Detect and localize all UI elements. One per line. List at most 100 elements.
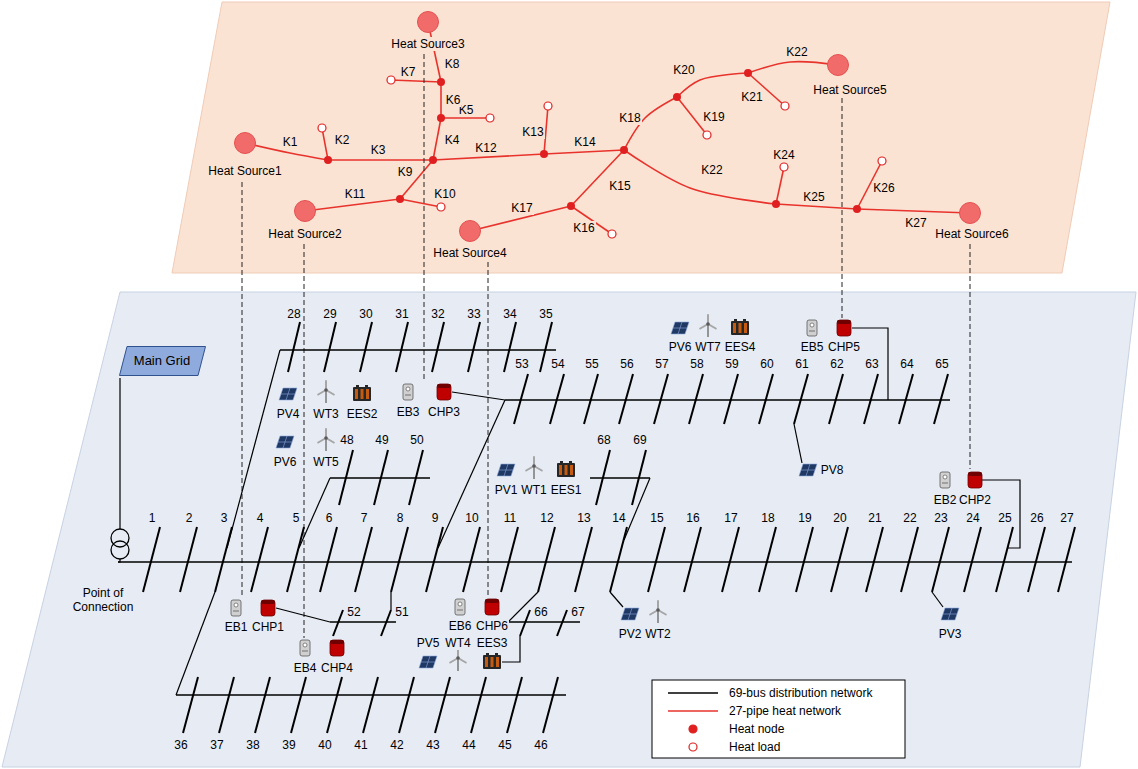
bus-number: 14: [611, 511, 626, 525]
battery-cell: [570, 465, 573, 475]
heat-source: Heat Source4: [459, 220, 481, 242]
chp-body: [485, 599, 499, 615]
bus-bar: [435, 677, 450, 733]
heat-load-ring: [437, 203, 445, 211]
bus-number: 12: [539, 511, 554, 525]
heat-pipe: [322, 128, 328, 160]
coupling-line: [842, 98, 843, 318]
heat-pipes: [245, 22, 970, 234]
heat-pipe: [624, 150, 776, 204]
device-label: EES1: [550, 483, 583, 497]
bus-bar: [324, 322, 336, 372]
bus-bar: [557, 610, 567, 636]
pipe-label: K24: [772, 148, 795, 162]
source-label: Heat Source6: [934, 227, 1009, 241]
pipe-label: K13: [521, 125, 544, 139]
heat-source: Heat Source1: [234, 132, 256, 154]
pipe-label: K19: [702, 110, 725, 124]
coupling-line: [304, 244, 305, 638]
feeder-line: [176, 694, 566, 695]
bus-number: 30: [358, 307, 373, 321]
battery-terminal: [486, 653, 489, 655]
heat-pipe: [776, 167, 784, 204]
bus-number: 45: [497, 738, 512, 752]
device-icon: [485, 599, 499, 615]
grid-outline: [119, 347, 205, 376]
bus-bar: [320, 527, 337, 592]
pv-grid: [278, 436, 292, 448]
turbine-tower: [657, 610, 659, 623]
bus-number: 3: [220, 511, 229, 525]
device-icon: [968, 472, 982, 488]
bus-bar: [796, 527, 813, 592]
boiler-mark: [302, 651, 308, 652]
feeder-line: [508, 621, 580, 622]
heat-node-dot: [673, 93, 681, 101]
battery-body: [353, 387, 371, 401]
device-label: CHP5: [827, 340, 861, 354]
heat-loads: [318, 76, 886, 238]
bus-bar: [1058, 527, 1075, 592]
bus-number: 6: [325, 511, 334, 525]
heat-node-dot: [853, 205, 861, 213]
bus-bar: [183, 677, 198, 733]
heat-source: Heat Source6: [959, 202, 981, 224]
heat-pipe: [440, 82, 442, 118]
heat-node-dot: [324, 156, 332, 164]
device-label: PV1: [494, 483, 519, 497]
heat-node-dot: [429, 156, 437, 164]
pipe-label: K9: [397, 165, 414, 179]
bus-number: 35: [538, 307, 553, 321]
device-label: EB3: [396, 405, 421, 419]
bus-number: 66: [533, 605, 548, 619]
battery-body: [483, 655, 501, 669]
device-label: EB2: [933, 493, 958, 507]
bus-bar: [654, 374, 668, 424]
bus-bar: [648, 527, 665, 592]
bus-bar: [689, 374, 703, 424]
pipe-label: K11: [344, 187, 366, 201]
battery-terminal: [356, 385, 359, 387]
heat-load-ring: [608, 230, 616, 238]
bus-bar: [255, 677, 270, 733]
branch-wire: [176, 592, 215, 695]
turbine-hub: [706, 322, 710, 326]
boiler-mark: [457, 610, 463, 611]
turbine-hub: [324, 388, 328, 392]
bus-bar: [996, 527, 1013, 592]
pv-panel: [279, 388, 297, 400]
bus-number: 68: [596, 433, 611, 447]
device-icon: [318, 429, 334, 451]
bus-bar: [468, 322, 480, 372]
coupling-lines: [242, 54, 970, 638]
grid-label: Main Grid: [133, 353, 191, 369]
pipe-label: K27: [904, 216, 927, 230]
pv-grid: [673, 322, 687, 334]
heat-node-dot: [772, 200, 780, 208]
bus-number: 53: [514, 357, 529, 371]
boiler-mark: [233, 611, 239, 612]
bus-number: 9: [431, 511, 440, 525]
pv-panel: [497, 464, 515, 476]
source-circle: [960, 203, 981, 224]
boiler-body: [300, 640, 310, 656]
device-label: EES3: [476, 636, 509, 650]
bus-bar: [374, 450, 388, 505]
pipe-label: K3: [370, 143, 387, 157]
device-icon: [419, 656, 437, 668]
bus-bar: [432, 322, 444, 372]
heat-node-dot: [744, 69, 752, 77]
device-label: CHP6: [475, 619, 509, 633]
bus-bar: [538, 527, 555, 592]
bus-bar: [1028, 527, 1045, 592]
bus-number: 48: [339, 433, 354, 447]
bus-bar: [471, 677, 486, 733]
bus-number: 4: [256, 511, 265, 525]
bus-number: 2: [185, 511, 194, 525]
pipe-label: K22: [700, 163, 723, 177]
bus-number: 20: [832, 511, 847, 525]
heat-pipe: [571, 150, 624, 206]
turbine-hub: [456, 656, 460, 660]
